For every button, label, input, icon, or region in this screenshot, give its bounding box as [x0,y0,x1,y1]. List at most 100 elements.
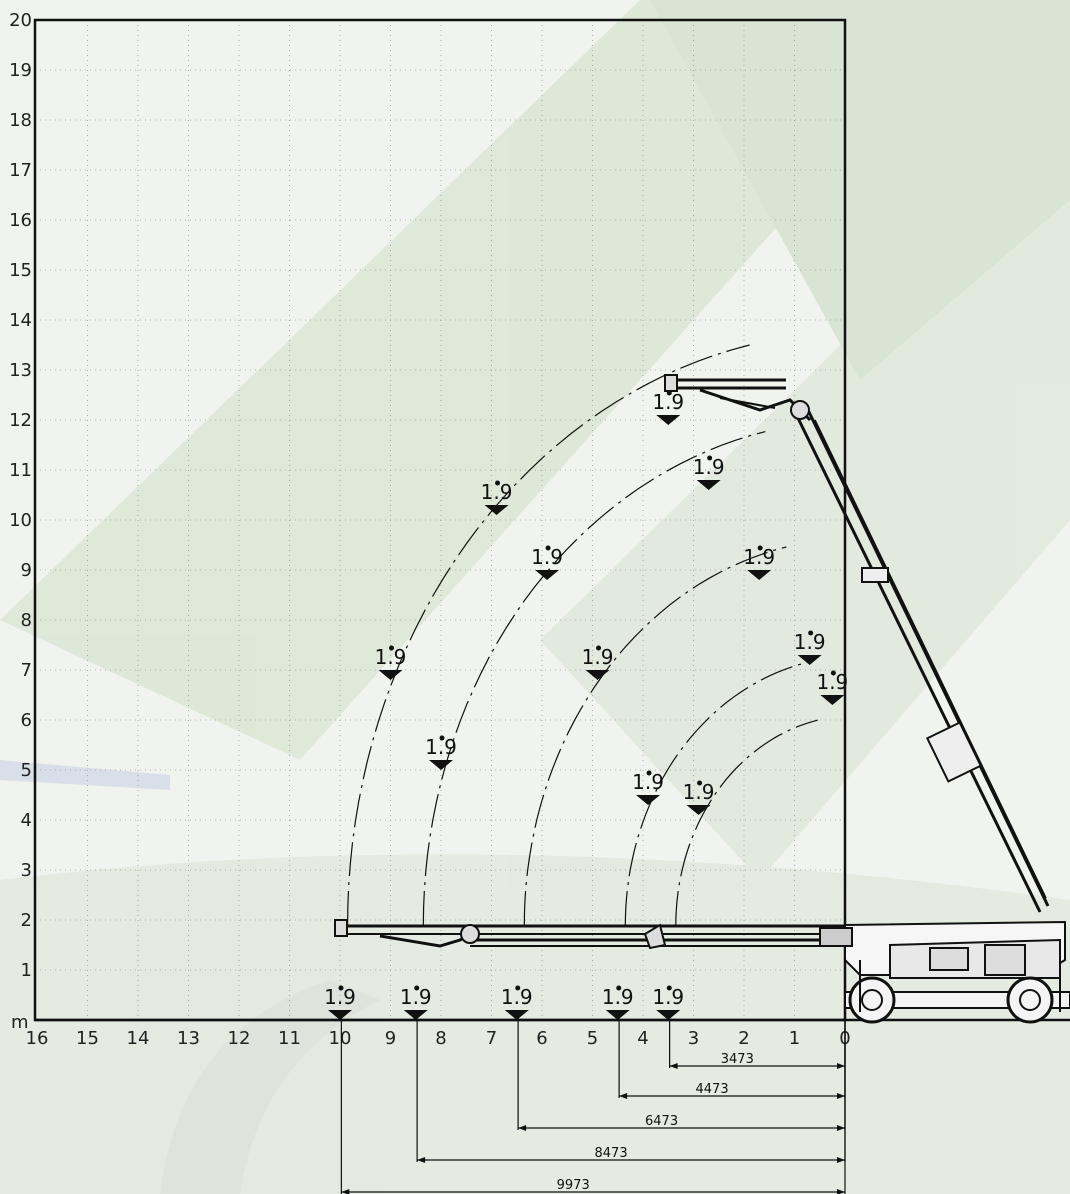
range-arc [523,546,787,926]
x-tick-label: 7 [486,1028,497,1049]
y-tick-label: 7 [21,660,32,681]
load-marker-icon [403,1010,428,1020]
x-tick-label: 2 [738,1028,749,1049]
x-tick-label: 14 [127,1028,150,1049]
reach-dimension: 4473 [618,1020,846,1099]
load-marker-icon [636,795,661,805]
load-point: 1.9 [481,480,512,515]
hook-point [389,645,394,651]
hook-point [439,735,445,741]
hook-point [545,545,551,551]
load-point: 1.9 [652,390,684,425]
range-arc [347,344,750,926]
x-tick-label: 16 [26,1028,49,1049]
y-tick-label: 20 [9,10,32,31]
dimension-value: 3473 [721,1052,754,1067]
range-arc [624,661,808,926]
reach-dimension: 6473 [517,1020,846,1131]
load-marker-icon [504,1010,529,1020]
range-arc [422,431,766,926]
arrow-left-icon [341,1189,350,1194]
x-tick-label: 1 [789,1028,800,1049]
arrow-right-icon [837,1125,845,1131]
y-tick-label: 11 [9,460,32,481]
arrow-right-icon [837,1063,845,1069]
arrow-left-icon [669,1063,678,1069]
hook-point [495,480,501,486]
y-tick-label: 3 [21,860,32,881]
load-point: 1.9 [743,545,775,580]
arrow-left-icon [518,1125,527,1131]
load-marker-icon [656,1010,681,1020]
dimension-value: 9973 [557,1178,590,1193]
load-point: 1.9 [683,780,714,815]
dimension-value: 8473 [595,1146,628,1161]
x-tick-label: 11 [278,1028,301,1049]
y-tick-label: 19 [9,60,32,81]
x-tick-label: 6 [536,1028,547,1049]
load-marker-icon [820,695,845,705]
load-point: 1.9 [794,630,826,665]
x-tick-label: 4 [637,1028,648,1049]
dimension-value: 6473 [645,1114,678,1129]
hook-point [666,985,672,991]
load-point: 1.9 [531,545,563,580]
y-tick-label: 10 [9,510,32,531]
y-tick-label: 6 [21,710,32,731]
y-tick-label: 9 [21,560,32,581]
y-tick-label: 12 [9,410,32,431]
load-marker-icon [686,805,711,815]
load-marker-icon [378,670,403,680]
load-marker-icon [696,480,721,490]
load-marker-icon [747,570,772,580]
y-tick-label: 4 [21,810,32,831]
hook-point [707,455,713,461]
hook-point [338,985,344,991]
load-marker-icon [535,570,560,580]
arrow-right-icon [837,1189,845,1194]
axis-unit-label: m [11,1012,29,1033]
arrow-right-icon [837,1093,845,1099]
load-marker-icon [605,1010,630,1020]
hook-point [414,985,420,991]
load-point: 1.9 [816,670,848,705]
hook-point [646,770,652,776]
chart-grid [35,20,845,1020]
y-tick-label: 5 [21,760,32,781]
hook-point [757,545,763,551]
arrow-left-icon [619,1093,628,1099]
x-tick-label: 8 [435,1028,446,1049]
y-tick-label: 17 [9,160,32,181]
y-tick-label: 16 [9,210,32,231]
hook-point [697,780,703,786]
y-tick-label: 8 [21,610,32,631]
load-marker-icon [656,415,681,425]
load-point: 1.9 [652,985,684,1020]
load-point: 1.9 [400,985,432,1020]
hook-point [808,630,814,636]
load-point: 1.9 [425,735,457,770]
x-tick-label: 3 [688,1028,699,1049]
y-tick-label: 18 [9,110,32,131]
y-tick-label: 2 [21,910,32,931]
load-point: 1.9 [375,645,406,680]
x-tick-label: 10 [329,1028,352,1049]
range-arc [675,719,818,926]
y-tick-label: 15 [9,260,32,281]
working-range-arcs [347,344,818,926]
load-point: 1.9 [632,770,664,805]
load-point: 1.9 [582,645,613,680]
arrow-right-icon [837,1157,845,1163]
hook-point [830,670,836,676]
load-marker-icon [429,760,453,770]
load-marker-icon [797,655,822,665]
hook-point [616,985,622,991]
chart-frame [33,18,1070,1022]
load-point: 1.9 [324,985,356,1020]
arrow-left-icon [417,1157,426,1163]
load-marker-icon [328,1010,352,1020]
reach-dimension: 3473 [669,1020,846,1069]
